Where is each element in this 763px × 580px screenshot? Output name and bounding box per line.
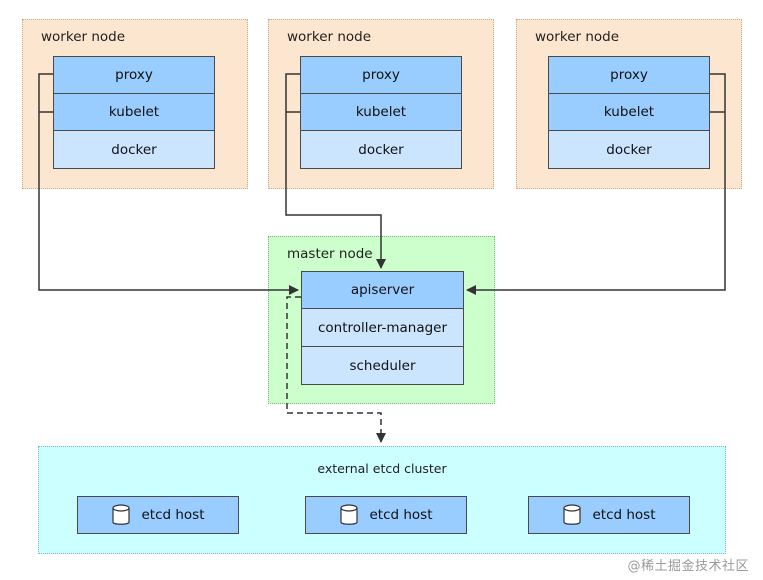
master-node-title: master node	[287, 246, 373, 262]
worker-3-to-apiserver-arrow	[466, 73, 726, 295]
etcd-host-1: etcd host	[77, 496, 239, 534]
worker-2-to-apiserver-arrow	[285, 73, 386, 269]
watermark: @稀土掘金技术社区	[627, 559, 749, 574]
worker-1-kubelet: kubelet	[53, 93, 215, 131]
worker-3-docker: docker	[548, 130, 710, 169]
worker-2-proxy: proxy	[300, 56, 462, 94]
worker-node-2-title: worker node	[287, 29, 372, 45]
worker-node-3-title: worker node	[535, 29, 620, 45]
worker-1-docker: docker	[53, 130, 215, 169]
worker-2-kubelet: kubelet	[300, 93, 462, 131]
master-apiserver: apiserver	[301, 271, 464, 309]
worker-node-1-title: worker node	[41, 29, 126, 45]
database-icon	[563, 504, 582, 525]
etcd-cluster-title: external etcd cluster	[317, 461, 447, 476]
worker-3-proxy: proxy	[548, 56, 710, 94]
database-icon	[340, 504, 359, 525]
database-icon	[112, 504, 131, 525]
etcd-host-2-label: etcd host	[369, 507, 433, 523]
worker-2-docker: docker	[300, 130, 462, 169]
etcd-host-2: etcd host	[305, 496, 467, 534]
etcd-host-3-label: etcd host	[592, 507, 656, 523]
master-scheduler: scheduler	[301, 346, 464, 385]
worker-1-to-apiserver-arrow	[38, 73, 299, 295]
apiserver-to-etcd-arrow	[286, 296, 386, 443]
etcd-host-3: etcd host	[528, 496, 690, 534]
etcd-host-1-label: etcd host	[141, 507, 205, 523]
master-controller-manager: controller-manager	[301, 308, 464, 347]
